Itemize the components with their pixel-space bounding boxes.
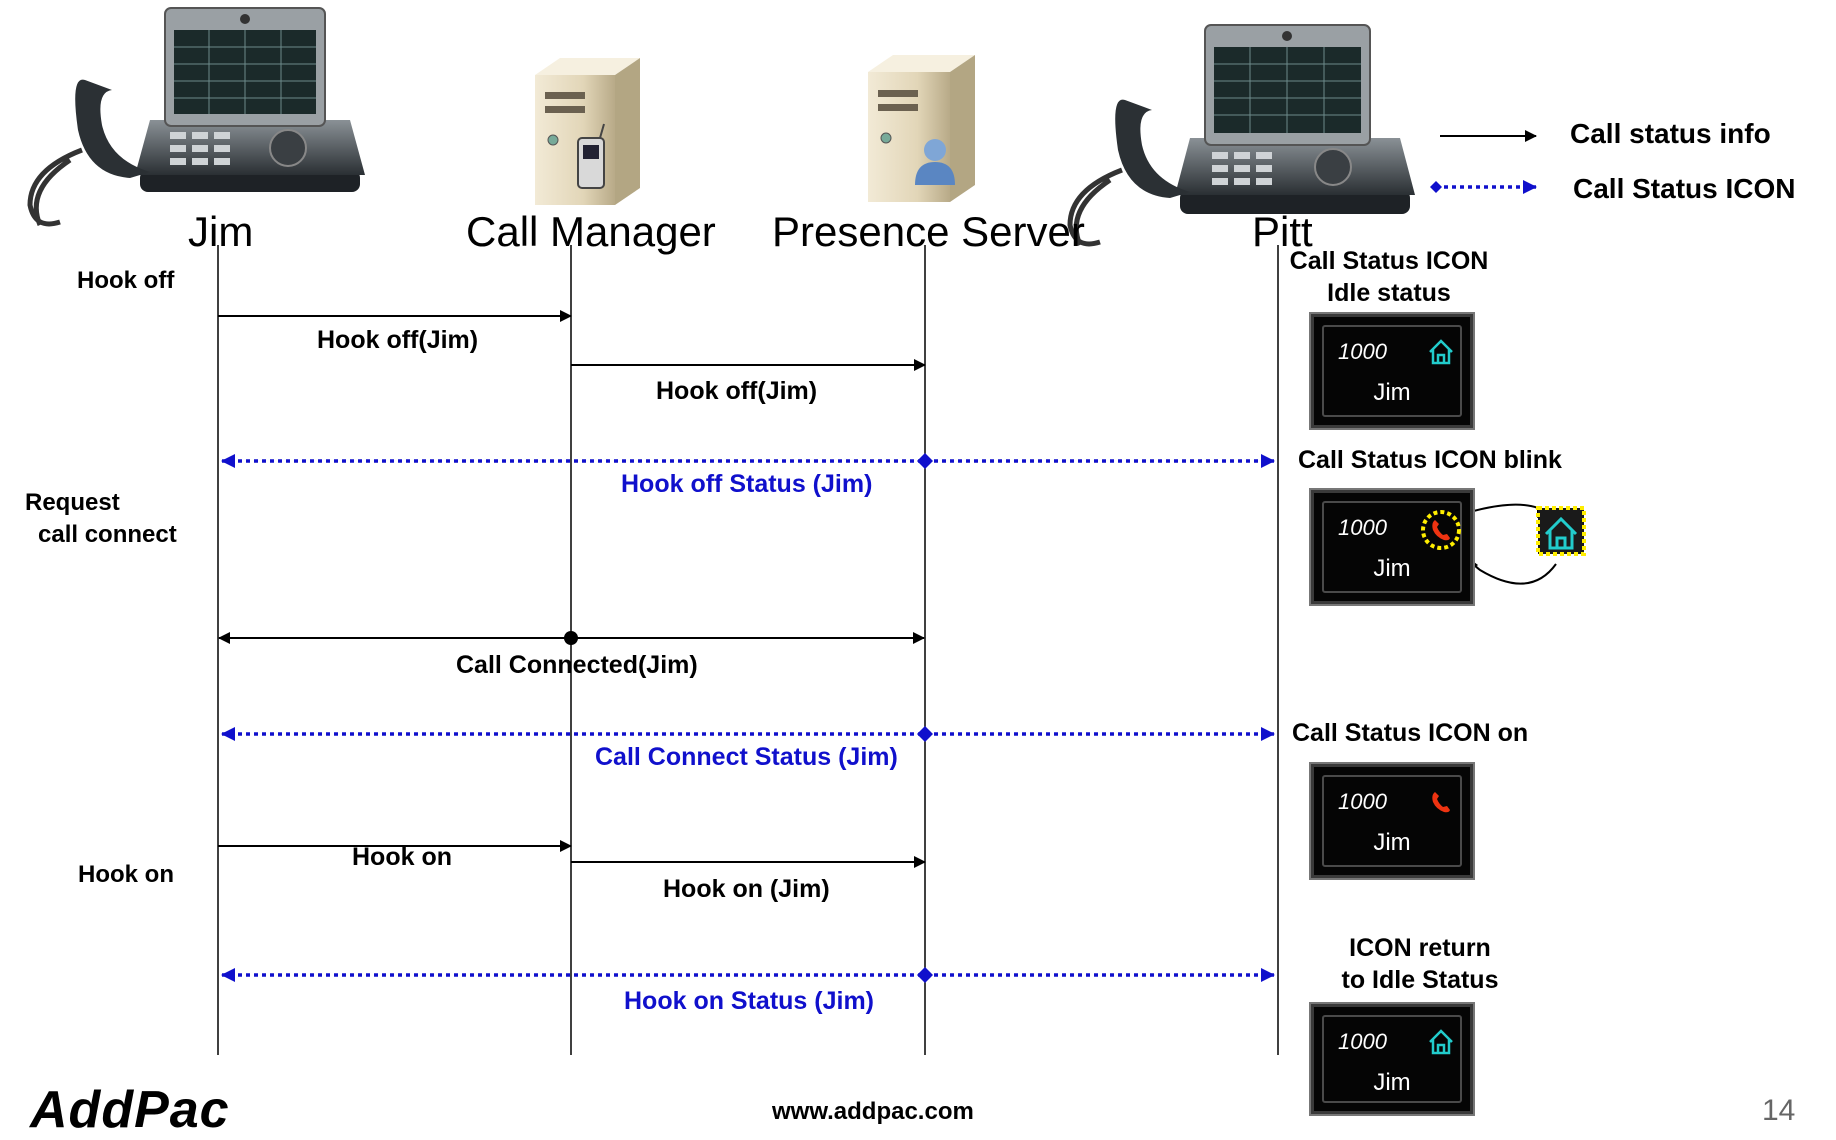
pitt-phone-illustration bbox=[1067, 24, 1415, 247]
side-label-request: Request bbox=[25, 489, 120, 516]
call-manager-server-illustration bbox=[535, 58, 640, 205]
sequence-diagram-canvas bbox=[27, 7, 1586, 1055]
legend-icon-arrow bbox=[1430, 180, 1537, 194]
call-connected-origin-dot bbox=[564, 631, 578, 645]
card-number: 1000 bbox=[1338, 789, 1387, 814]
home-icon bbox=[1429, 1029, 1453, 1055]
side-label-hook-off: Hook off bbox=[77, 267, 175, 294]
footer-logo: AddPac bbox=[30, 1081, 230, 1139]
status-card-on: 1000 Jim bbox=[1311, 764, 1473, 878]
side-label-hook-on: Hook on bbox=[78, 861, 174, 888]
status-on-title: Call Status ICON on bbox=[1292, 719, 1529, 747]
hook-off-status-arrow bbox=[221, 453, 1275, 469]
card-name: Jim bbox=[1373, 829, 1411, 856]
status-card-blink: 1000 Jim bbox=[1311, 490, 1473, 604]
jim-phone-illustration bbox=[27, 7, 365, 227]
msg-call-connected: Call Connected(Jim) bbox=[456, 651, 698, 679]
entity-label-call-manager: Call Manager bbox=[466, 208, 716, 255]
side-label-call-connect: call connect bbox=[38, 521, 177, 548]
status-blink-title: Call Status ICON blink bbox=[1298, 446, 1562, 474]
status-idle-title: Call Status ICON Idle status bbox=[1284, 245, 1494, 309]
msg-hook-on-jim: Hook on (Jim) bbox=[663, 875, 830, 903]
status-return-line1: ICON return bbox=[1349, 934, 1491, 962]
card-number: 1000 bbox=[1338, 515, 1387, 540]
msg-hook-on: Hook on bbox=[352, 843, 452, 871]
status-return-title: ICON return to Idle Status bbox=[1330, 932, 1510, 996]
status-card-return: 1000 Jim bbox=[1311, 1004, 1473, 1114]
footer-url: www.addpac.com bbox=[772, 1098, 974, 1125]
page-number: 14 bbox=[1762, 1094, 1796, 1127]
phone-handset-icon bbox=[1432, 792, 1450, 813]
status-idle-line1: Call Status ICON bbox=[1289, 247, 1489, 275]
entity-label-jim: Jim bbox=[188, 208, 254, 255]
msg-hook-off-status: Hook off Status (Jim) bbox=[621, 470, 873, 498]
entity-label-pitt: Pitt bbox=[1252, 208, 1313, 255]
card-name: Jim bbox=[1373, 379, 1411, 406]
call-connect-status-arrow bbox=[221, 726, 1275, 742]
card-number: 1000 bbox=[1338, 339, 1387, 364]
legend-call-status-icon: Call Status ICON bbox=[1573, 173, 1796, 204]
msg-call-connect-status: Call Connect Status (Jim) bbox=[595, 743, 898, 771]
card-name: Jim bbox=[1373, 555, 1411, 582]
hook-on-status-arrow bbox=[221, 967, 1275, 983]
msg-hook-off-jim-1: Hook off(Jim) bbox=[317, 326, 479, 354]
status-idle-line2: Idle status bbox=[1327, 279, 1451, 307]
card-name: Jim bbox=[1373, 1069, 1411, 1096]
status-card-idle: 1000 Jim bbox=[1311, 314, 1473, 428]
phone-handset-icon bbox=[1421, 510, 1461, 550]
home-icon bbox=[1429, 339, 1453, 365]
blink-home-icon-highlight bbox=[1536, 506, 1586, 556]
status-return-line2: to Idle Status bbox=[1341, 966, 1499, 994]
msg-hook-on-status: Hook on Status (Jim) bbox=[624, 987, 875, 1015]
entity-label-presence-server: Presence Server bbox=[772, 208, 1085, 255]
legend-call-status-info: Call status info bbox=[1570, 118, 1771, 149]
card-number: 1000 bbox=[1338, 1029, 1387, 1054]
msg-hook-off-jim-2: Hook off(Jim) bbox=[656, 377, 818, 405]
presence-server-illustration bbox=[868, 55, 975, 202]
